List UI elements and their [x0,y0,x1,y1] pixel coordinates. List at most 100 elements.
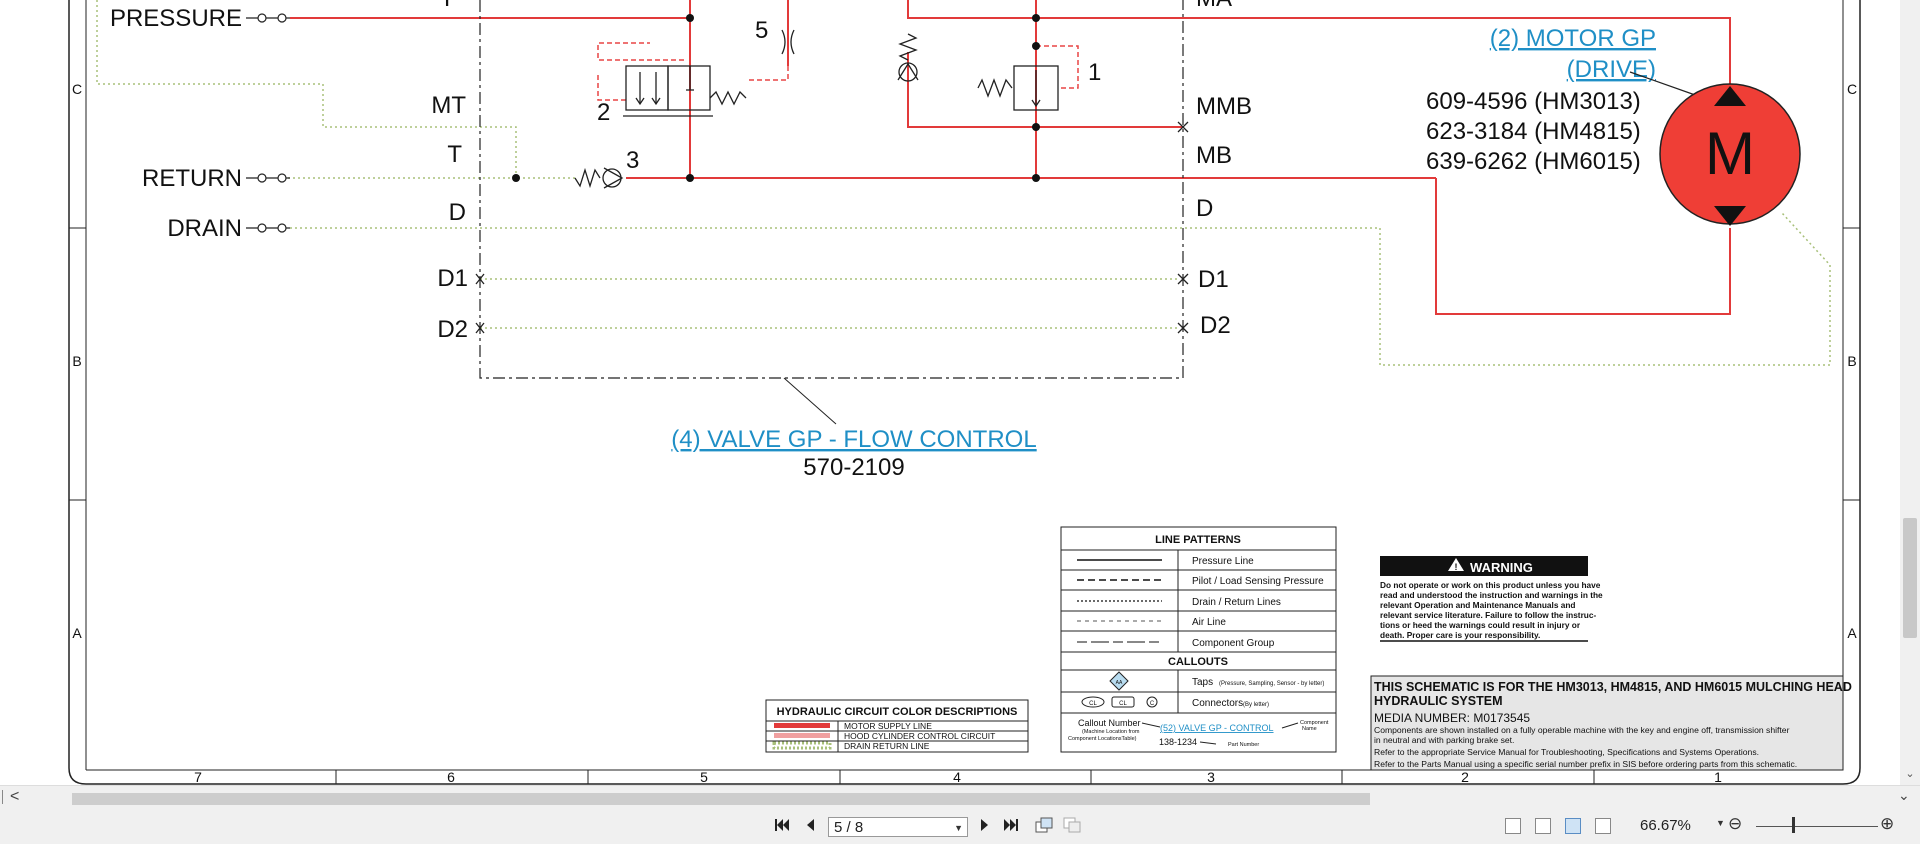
callout-number-label: Callout Number [1078,718,1141,728]
valve-2-symbol [623,65,747,117]
port-drain-label: DRAIN [167,215,242,242]
hydraulic-schematic: 7 6 5 4 3 2 1 C B A C B A [68,0,1861,785]
first-page-icon[interactable] [772,816,792,836]
line-patterns-title: LINE PATTERNS [1155,534,1241,546]
svg-text:!: ! [1455,562,1458,572]
port-ma-label: MA [1196,0,1232,12]
warning-line-1: Do not operate or work on this product u… [1380,580,1601,590]
motor-leader-line [1629,71,1699,97]
port-d2-left-label: D2 [437,316,468,343]
tap-symbol-text: AA [1116,680,1123,686]
callout-number-note1: (Machine Location from [1082,729,1140,735]
grid-col-4: 4 [953,769,961,785]
scroll-right-icon[interactable]: ⌄ [1898,787,1910,803]
line-pattern-5: Component Group [1192,638,1275,649]
previous-page-icon[interactable] [800,816,820,836]
motor-link-line2[interactable]: (DRIVE) [1567,56,1656,83]
zoom-dropdown-icon[interactable]: ▼ [1716,818,1725,828]
zoom-slider-thumb[interactable] [1792,817,1795,833]
grid-col-2: 2 [1461,769,1469,785]
connector-oval-icon [1081,696,1105,708]
warning-box: ! WARNING Do not operate or work on this… [1380,556,1603,642]
color-descriptions-legend: HYDRAULIC CIRCUIT COLOR DESCRIPTIONS MOT… [765,699,1029,753]
grid-col-7: 7 [194,769,202,785]
continuous-view-icon[interactable] [1535,818,1551,834]
component-name-label2: Name [1302,726,1317,732]
port-t-label: T [447,141,462,168]
color-desc-item-2: HOOD CYLINDER CONTROL CIRCUIT [844,731,995,741]
previous-view-icon[interactable] [1034,816,1054,836]
color-desc-item-1: MOTOR SUPPLY LINE [844,721,932,731]
facing-view-icon[interactable] [1565,818,1581,834]
port-pressure-label: PRESSURE [110,5,242,32]
callout-3: 3 [626,147,639,174]
warning-line-5: tions or heed the warnings could result … [1380,620,1581,630]
color-desc-item-3: DRAIN RETURN LINE [844,741,930,751]
page-toolbar: 5 / 8 ▼ 66.67% ▼ ⊖ ⊕ [0,808,1920,844]
valve-part-number: 570-2109 [803,454,904,481]
continuous-facing-view-icon[interactable] [1595,818,1611,834]
grid-column-labels: 7 6 5 4 3 2 1 [194,769,1722,785]
callout-5: 5 [755,17,768,44]
warning-line-3: relevant Operation and Maintenance Manua… [1380,600,1575,610]
motor-group: (2) MOTOR GP (DRIVE) 609-4596 (HM3013) 6… [1426,25,1801,226]
zoom-slider-track[interactable] [1756,826,1878,827]
page-number-input[interactable]: 5 / 8 ▼ [828,817,968,837]
line-patterns-legend: LINE PATTERNS Pressure Line Pilot / Load [1060,526,1337,753]
drain-lines [96,0,1831,366]
single-page-view-icon[interactable] [1505,818,1521,834]
title-block: THIS SCHEMATIC IS FOR THE HM3013, HM4815… [1370,675,1852,771]
port-d1-right-label: D1 [1198,266,1229,293]
grid-row-right-b: B [1847,353,1856,369]
valve-group-boundary [479,0,1184,379]
line-pattern-4: Air Line [1192,617,1226,628]
warning-title: WARNING [1470,560,1533,575]
zoom-out-icon[interactable]: ⊖ [1728,814,1743,833]
motor-part-2: 623-3184 (HM4815) [1426,118,1641,145]
last-page-icon[interactable] [1001,816,1023,836]
scroll-down-icon[interactable]: ⌄ [1905,768,1915,780]
horizontal-scrollbar[interactable]: < ⌄ [0,785,1920,808]
title-block-line2: HYDRAULIC SYSTEM [1374,694,1502,708]
supply-lines [290,0,1731,315]
valve-group-link[interactable]: (4) VALVE GP - FLOW CONTROL [671,426,1036,453]
motor-part-1: 609-4596 (HM3013) [1426,88,1641,115]
motor-arrow-up-icon [1714,86,1746,106]
port-return-label: RETURN [142,165,242,192]
callout-number-labels: 1 2 3 5 [597,17,1101,174]
component-name-label1: Component [1300,720,1329,726]
port-mt-label: MT [431,92,466,119]
port-plugs [475,121,1189,334]
taps-note: (Pressure, Sampling, Sensor - by letter) [1219,681,1324,687]
callouts-title: CALLOUTS [1168,656,1228,668]
swatch-drain-return [772,741,832,750]
swatch-hood-cylinder [774,733,830,738]
example-callout-link[interactable]: (52) VALVE GP - CONTROL [1160,723,1274,733]
connector-rect-icon [1111,696,1135,708]
grid-col-3: 3 [1207,769,1215,785]
scroll-edge-marker [2,790,9,804]
vertical-scroll-thumb[interactable] [1903,518,1917,638]
tap-diamond-icon [1109,671,1129,691]
port-labels: PRESSURE RETURN DRAIN P MT T D D1 D2 MA … [110,0,1252,343]
document-page: 7 6 5 4 3 2 1 C B A C B A [0,0,1900,785]
page-number-value: 5 / 8 [834,819,864,836]
port-mb-label: MB [1196,142,1232,169]
example-part-number: 138-1234 [1159,737,1197,747]
zoom-in-icon[interactable]: ⊕ [1880,814,1895,833]
port-d-right-label: D [1196,195,1213,222]
warning-line-6: death. Proper care is your responsibilit… [1380,630,1540,640]
page-dropdown-icon[interactable]: ▼ [954,823,963,833]
grid-col-1: 1 [1714,769,1722,785]
next-page-icon[interactable] [975,816,995,836]
zoom-level[interactable]: 66.67% [1640,817,1691,834]
callout-1: 1 [1088,59,1101,86]
motor-link-line1[interactable]: (2) MOTOR GP [1490,25,1656,52]
callout-number-note2: Component LocationsTable) [1068,736,1137,742]
next-view-icon[interactable] [1062,816,1082,836]
junction-dots [512,14,1040,182]
horizontal-scroll-thumb[interactable] [72,793,1370,805]
vertical-scrollbar[interactable]: ⌄ [1900,0,1920,785]
scroll-left-icon[interactable]: < [10,788,20,805]
document-viewer[interactable]: 7 6 5 4 3 2 1 C B A C B A [0,0,1920,785]
